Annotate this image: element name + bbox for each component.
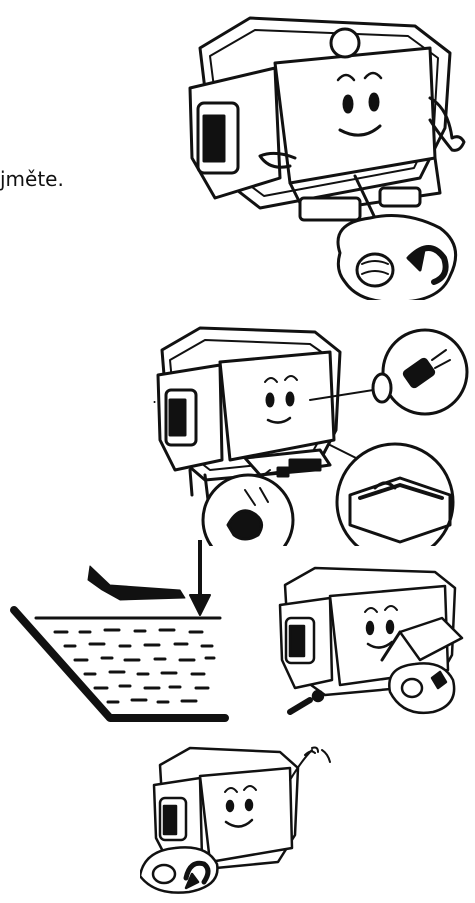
generator-remove-drain-plug (180, 8, 470, 300)
instruction-text-fragment: jměte. (0, 167, 64, 191)
generator-refill-oil (270, 560, 470, 720)
generator-tighten-plug (140, 740, 340, 896)
oil-level-cross-section (10, 540, 230, 732)
generator-oil-fill-detail (150, 320, 470, 546)
